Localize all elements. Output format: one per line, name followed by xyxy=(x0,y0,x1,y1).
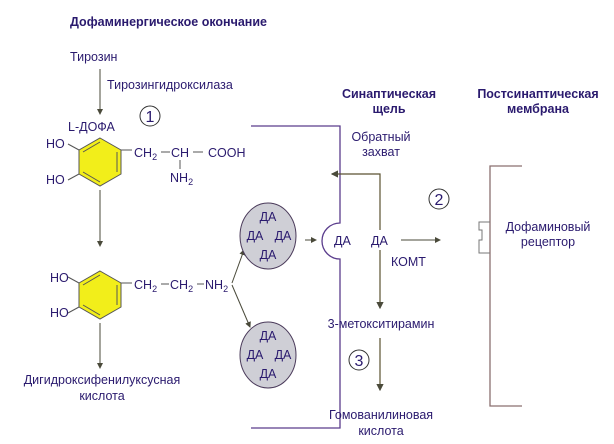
ldopa-ch: CH xyxy=(171,146,189,160)
postsynaptic-membrane xyxy=(489,165,522,407)
methoxytyramine-label: 3-метокситирамин xyxy=(328,317,435,331)
heading-cleft-2: щель xyxy=(372,102,405,116)
dopac-label-1: Дигидроксифенилуксусная xyxy=(24,373,181,387)
dopamine-nh2: NH2 xyxy=(205,278,228,294)
reuptake-label-1: Обратный xyxy=(351,130,410,144)
heading-postsynaptic-1: Постсинаптическая xyxy=(477,87,598,101)
vesicle-da: ДА xyxy=(260,367,277,381)
vesicle-upper: ДА ДА ДА ДА xyxy=(239,202,297,270)
step-3-label: 3 xyxy=(355,353,364,370)
vesicle-da: ДА xyxy=(247,348,264,362)
ldopa-ch2: CH2 xyxy=(134,146,157,162)
heading-presynaptic: Дофаминергическое окончание xyxy=(70,15,267,29)
ldopa-cooh: COOH xyxy=(208,146,246,160)
vesicle-da: ДА xyxy=(247,229,264,243)
ldopa-benzene-ring xyxy=(78,137,122,187)
vesicle-da: ДА xyxy=(275,348,292,362)
ldopa-ho-1: HO xyxy=(46,137,65,151)
step-1-label: 1 xyxy=(146,109,155,126)
vesicle-da: ДА xyxy=(260,248,277,262)
released-da-label: ДА xyxy=(334,234,351,248)
to-vesicle-lower-arrow xyxy=(231,284,251,328)
dopamine-ch2-b: CH2 xyxy=(170,278,193,294)
dopac-label-2: кислота xyxy=(79,389,124,403)
reuptake-label-2: захват xyxy=(362,145,400,159)
dopamine-receptor-icon xyxy=(478,221,490,254)
vesicle-lower: ДА ДА ДА ДА xyxy=(239,321,297,389)
ldopa-nh2: NH2 xyxy=(170,171,193,187)
dopamine-ho-1: HO xyxy=(50,271,69,285)
dopamine-ho-2: HO xyxy=(50,306,69,320)
step-2-circle xyxy=(428,188,450,210)
receptor-label-1: Дофаминовый xyxy=(506,220,591,234)
step-2-label: 2 xyxy=(435,192,444,209)
vesicle-da: ДА xyxy=(275,229,292,243)
enzyme-label: Тирозингидроксилаза xyxy=(107,78,233,92)
ldopa-ho-2: HO xyxy=(46,173,65,187)
step-3-circle xyxy=(348,349,370,371)
ldopa-label: L-ДОФА xyxy=(68,120,116,134)
vesicle-da: ДА xyxy=(260,210,277,224)
hva-label-2: кислота xyxy=(358,424,403,438)
heading-cleft-1: Синаптическая xyxy=(342,87,436,101)
heading-postsynaptic-2: мембрана xyxy=(507,102,570,116)
dopamine-benzene-ring xyxy=(78,270,122,320)
hva-label-1: Гомованилиновая xyxy=(329,408,433,422)
tyrosine-label: Тирозин xyxy=(70,50,118,64)
to-vesicle-upper-arrow xyxy=(231,249,246,284)
vesicle-da: ДА xyxy=(260,329,277,343)
presynaptic-membrane xyxy=(251,125,341,429)
step-1-circle xyxy=(139,105,161,127)
receptor-label-2: рецептор xyxy=(521,235,575,249)
dopamine-ch2-a: CH2 xyxy=(134,278,157,294)
reuptake-arrow xyxy=(330,170,381,230)
comt-label: КОМТ xyxy=(391,255,426,269)
free-da-label: ДА xyxy=(371,234,388,248)
